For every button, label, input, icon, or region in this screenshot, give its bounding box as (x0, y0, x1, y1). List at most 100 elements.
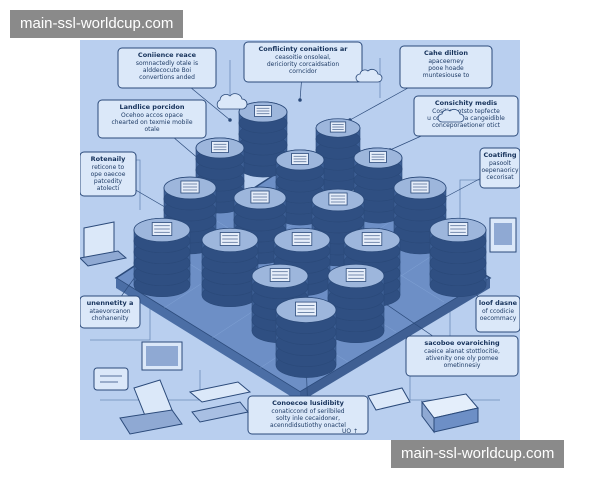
callout-line: muntesiouse to (423, 72, 470, 79)
callout-title: loof dasne (479, 299, 518, 307)
callout-line: conaticcond of serilbiled (271, 408, 344, 415)
platform-edge-left (116, 278, 300, 402)
connector-dot (228, 118, 232, 122)
database-icon (219, 232, 241, 246)
callout-line: Cositice otsto tepfecte (432, 108, 500, 115)
callout-line: apaceerney (428, 58, 464, 65)
callout-title: Conflicinty conaitions ar (259, 45, 349, 53)
callout-line: u cope data a cangeidible (427, 115, 505, 122)
database-icon (254, 105, 272, 117)
watermark-bottom: main-ssl-worldcup.com (391, 440, 565, 468)
tablet-device (93, 367, 129, 391)
monitor-device-right (489, 217, 517, 253)
database-stacks (133, 101, 487, 378)
callout-line: chearted on texmie mobile (111, 119, 192, 126)
callout-line: corncidor (289, 68, 318, 75)
cloud-icon (216, 93, 248, 110)
callout-line: of ccodicie (482, 308, 514, 315)
callout-title: sacoboe ovaroiching (424, 339, 500, 347)
callout-line: ope oaecoe (91, 171, 126, 178)
callout-title: Coniience reace (138, 51, 197, 59)
database-icon (291, 153, 309, 165)
database-icon (328, 192, 348, 206)
database-icon (250, 190, 270, 204)
callout-line: pooe hoade (428, 65, 464, 72)
cloud-icons (216, 68, 465, 123)
callout-title: Cahe diltion (424, 49, 468, 57)
callout-title: Coatifing (483, 151, 516, 159)
database-icon (151, 222, 173, 236)
callout-title: Consichity medis (435, 99, 497, 107)
connector-dot (298, 98, 302, 102)
database-icon (295, 301, 317, 317)
database-stack (429, 217, 487, 298)
database-icon (269, 268, 291, 282)
laptop-device-left (80, 221, 128, 267)
callout-line: cecorisat (486, 174, 514, 181)
database-icon (211, 141, 229, 153)
database-icon (361, 232, 383, 246)
callout-line: alddecocute Boi (143, 67, 191, 74)
database-icon (345, 268, 367, 282)
cloud-icon (355, 68, 383, 83)
callout-line: somnactedly otale is (136, 60, 198, 67)
callout-line: chohanenity (91, 315, 129, 322)
keyboard-device (188, 381, 252, 423)
database-icon (369, 151, 387, 163)
database-stack (343, 227, 401, 308)
database-stack (275, 149, 325, 226)
callout-line: caeice alanat stottlocitie, (424, 348, 500, 355)
database-icon (180, 180, 200, 194)
callout-line: ativenity one oly pomee (426, 355, 499, 362)
callout-line: acenndidsutiothy onactel (270, 422, 346, 429)
callout-line: ceasoitie onsoleal, (275, 54, 331, 61)
server-box-device (421, 393, 479, 434)
callout-title: Rotenaily (91, 155, 126, 163)
footer-label: UO ↑ (342, 428, 358, 435)
cloud-icon (437, 108, 465, 123)
database-icon (410, 180, 430, 194)
database-icon (447, 222, 469, 236)
callout-title: Landlice porcidon (120, 103, 185, 111)
database-stack (201, 227, 259, 308)
callout-title: unennetity a (87, 299, 134, 307)
callout-line: convertions anded (139, 74, 195, 81)
callout-line: otale (144, 126, 159, 133)
display-device-bottom (141, 341, 183, 371)
watermark-top: main-ssl-worldcup.com (10, 10, 184, 38)
callout-line: patcedity (94, 178, 123, 185)
platform-edge-right (300, 278, 490, 402)
callout-line: oecommacy (480, 315, 517, 322)
callout-line: ometinnesiy (444, 362, 481, 369)
database-stack (315, 118, 361, 193)
callout-line: ataevorcanon (89, 308, 130, 315)
database-stack (133, 217, 191, 298)
database-stack (233, 186, 287, 265)
callout-line: atolecti (97, 185, 120, 192)
router-device (367, 387, 411, 411)
database-stack (353, 147, 403, 224)
database-icon (329, 121, 347, 133)
callout-line: pasoolt (489, 160, 512, 167)
database-icon (291, 232, 313, 246)
callout-line: Ocehoo accos opace (121, 112, 183, 119)
database-stack (238, 101, 288, 178)
database-stack (275, 296, 337, 378)
callout-line: oepenaoricy (482, 167, 519, 174)
callout-title: Conoecoe lusidibity (272, 399, 345, 407)
callout-line: reticone to (92, 164, 125, 171)
callout-line: conceporaetioner otict (432, 122, 501, 129)
